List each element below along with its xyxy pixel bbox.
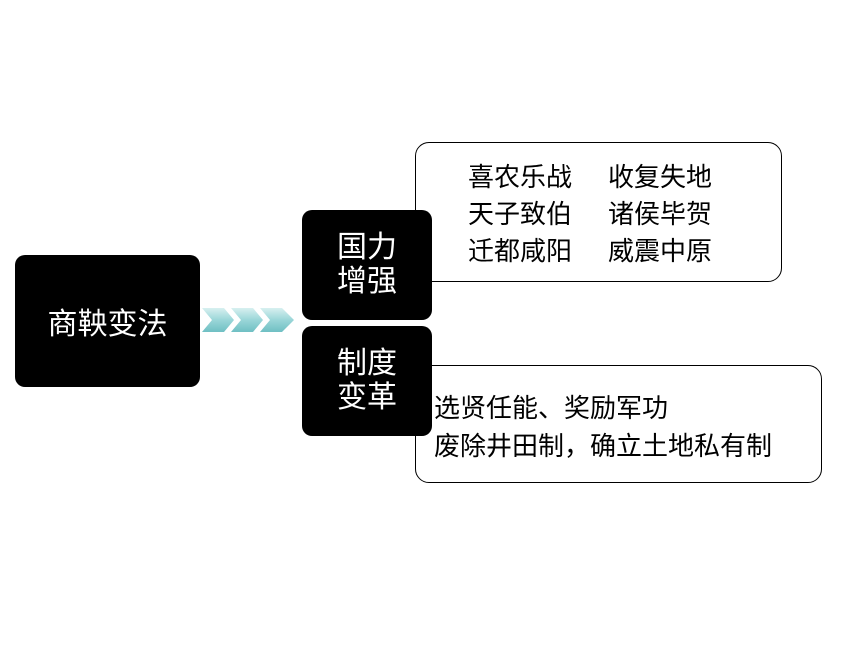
chevron-2-icon	[231, 308, 263, 332]
detail-item: 天子致伯	[468, 200, 573, 230]
root-node-shang-yang-reform: 商鞅变法	[15, 255, 200, 387]
detail-item: 迁都咸阳	[468, 237, 573, 267]
branch-node-system: 制度 变革	[302, 326, 432, 436]
chevron-3-icon	[260, 308, 294, 332]
branch-node-power: 国力 增强	[302, 210, 432, 320]
detail-line: 废除井田制，确立土地私有制	[434, 432, 773, 462]
root-node-label: 商鞅变法	[47, 307, 168, 342]
branch-title-line: 国力	[337, 230, 397, 265]
detail-item: 收复失地	[608, 163, 713, 193]
detail-row: 天子致伯 诸侯毕贺	[468, 194, 712, 231]
detail-row: 喜农乐战 收复失地	[468, 157, 712, 194]
branch-title-line: 变革	[337, 380, 397, 415]
branch-title-line: 制度	[337, 346, 397, 381]
detail-item: 诸侯毕贺	[608, 200, 713, 230]
chevron-1-icon	[202, 308, 234, 332]
detail-item: 喜农乐战	[468, 163, 573, 193]
detail-line: 选贤任能、奖励军功	[434, 394, 669, 424]
branch-title-line: 增强	[337, 264, 397, 299]
chevron-arrow-icon	[202, 308, 294, 332]
detail-row: 迁都咸阳 威震中原	[468, 231, 712, 268]
detail-item: 威震中原	[608, 237, 713, 267]
detail-box-power: 喜农乐战 收复失地 天子致伯 诸侯毕贺 迁都咸阳 威震中原	[415, 142, 782, 282]
detail-box-system: 选贤任能、奖励军功 废除井田制，确立土地私有制	[415, 365, 822, 483]
